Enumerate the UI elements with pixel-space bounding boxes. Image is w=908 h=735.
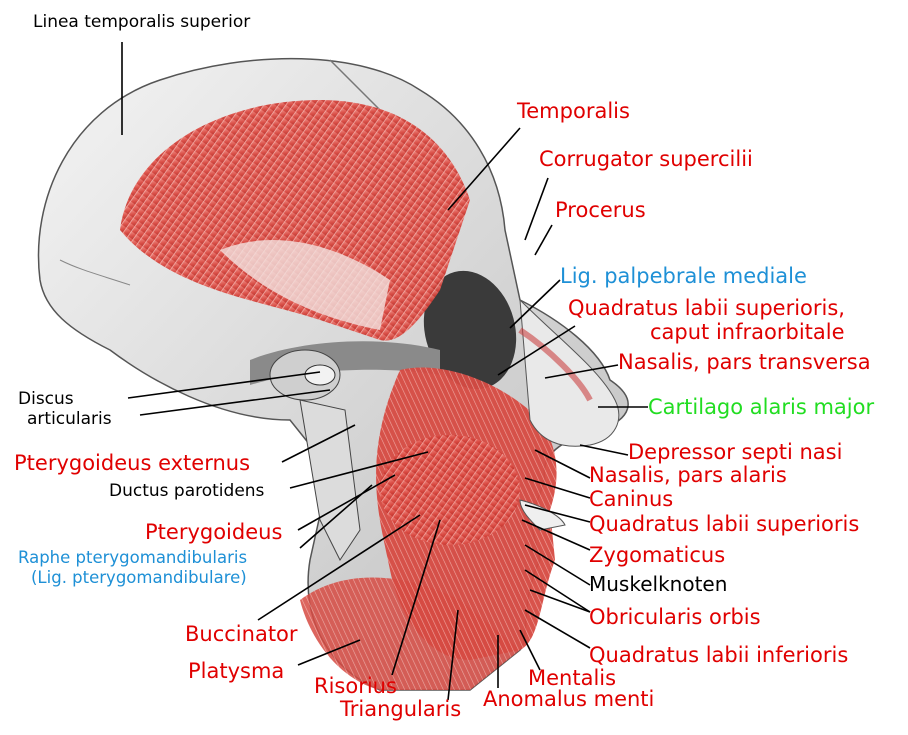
label-quadratus-superior-2: caput infraorbitale: [650, 320, 845, 344]
label-quadratus-superior-1: Quadratus labii superioris,: [568, 296, 845, 320]
label-raphe-1: Raphe pterygomandibularis: [18, 548, 248, 567]
leader-lines: [121, 42, 648, 701]
label-corrugator: Corrugator supercilii: [539, 147, 753, 171]
label-pterygoideus-externus: Pterygoideus externus: [14, 451, 251, 475]
label-mentalis: Mentalis: [528, 666, 617, 690]
label-anomalus: Anomalus menti: [483, 687, 655, 711]
label-zygomaticus: Zygomaticus: [589, 543, 726, 567]
label-discus-1: Discus: [18, 389, 74, 409]
label-ductus: Ductus parotidens: [109, 481, 265, 501]
label-buccinator: Buccinator: [185, 622, 298, 646]
label-nasalis-transversa: Nasalis, pars transversa: [618, 350, 871, 374]
label-caninus: Caninus: [589, 487, 674, 511]
label-cartilago: Cartilago alaris major: [648, 395, 875, 419]
label-pterygoideus: Pterygoideus: [145, 520, 283, 544]
label-lig-palpebrale: Lig. palpebrale mediale: [560, 264, 807, 288]
label-procerus: Procerus: [555, 198, 646, 222]
label-depressor: Depressor septi nasi: [628, 440, 843, 464]
label-linea-temporalis: Linea temporalis superior: [33, 12, 251, 32]
label-triangularis: Triangularis: [340, 697, 462, 721]
label-raphe-2: (Lig. pterygomandibulare): [31, 568, 247, 587]
label-muskelknoten: Muskelknoten: [589, 572, 728, 596]
label-quadratus-inferior: Quadratus labii inferioris: [589, 643, 849, 667]
label-temporalis: Temporalis: [517, 99, 630, 123]
label-discus-2: articularis: [27, 409, 112, 429]
label-platysma: Platysma: [188, 659, 285, 683]
label-obricularis: Obricularis orbis: [589, 605, 761, 629]
label-quadratus-superior-b: Quadratus labii superioris: [589, 512, 860, 536]
platysma-muscle: [300, 577, 520, 690]
label-risorius: Risorius: [314, 674, 397, 698]
label-nasalis-alaris: Nasalis, pars alaris: [589, 463, 787, 487]
